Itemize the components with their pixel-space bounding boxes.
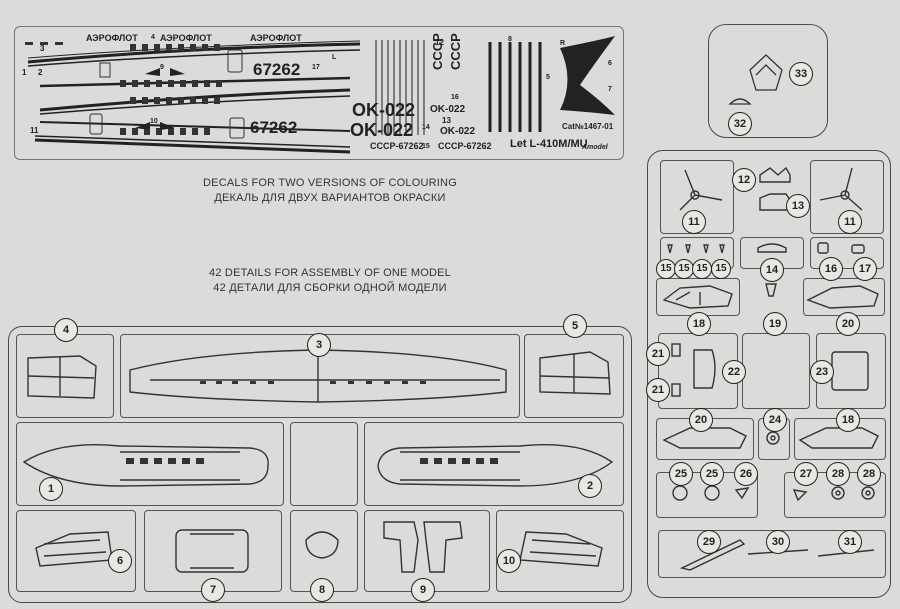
part-22-label: 22 xyxy=(722,360,746,384)
decal-mark-8: 8 xyxy=(508,36,512,43)
part-20-label-b: 20 xyxy=(689,408,713,432)
canopy-sprue xyxy=(708,24,828,138)
decal-mark-16: 16 xyxy=(451,94,459,101)
part-16-label: 16 xyxy=(819,257,843,281)
caption-decals-en: DECALS FOR TWO VERSIONS OF COLOURING xyxy=(203,177,457,189)
decal-mark-l: L xyxy=(332,54,337,61)
part-26-label: 26 xyxy=(734,462,758,486)
decal-mark-2: 2 xyxy=(38,68,43,77)
part-20-label-a: 20 xyxy=(836,312,860,336)
decal-cat-no: Cat№1467-01 xyxy=(562,122,614,131)
decal-mark-r: R xyxy=(560,40,566,47)
main-sprue xyxy=(8,326,632,603)
caption-decals-ru: ДЕКАЛЬ ДЛЯ ДВУХ ВАРИАНТОВ ОКРАСКИ xyxy=(214,192,446,204)
decal-mark-15: 15 xyxy=(422,143,430,150)
part-3-label: 3 xyxy=(307,333,331,357)
decal-ok-lower: OK-022 xyxy=(350,120,414,140)
part-28-label-a: 28 xyxy=(826,462,850,486)
cell-windows-small xyxy=(810,237,884,269)
decal-mark-5: 5 xyxy=(546,74,550,81)
part-19-label: 19 xyxy=(763,312,787,336)
part-2-label: 2 xyxy=(578,474,602,498)
decal-mark-9: 9 xyxy=(160,64,164,71)
part-14-label: 14 xyxy=(760,258,784,282)
part-4-label: 4 xyxy=(54,318,78,342)
part-12-label: 12 xyxy=(732,168,756,192)
decal-model-name: Let L-410M/MU xyxy=(510,138,588,150)
right-sprue xyxy=(647,150,891,598)
part-13-label: 13 xyxy=(786,194,810,218)
cell-part-6 xyxy=(16,510,136,592)
decal-mark-4: 4 xyxy=(151,34,155,41)
decal-mark-6: 6 xyxy=(608,60,612,67)
decal-reg-bottom: 67262 xyxy=(250,118,298,137)
part-11-left-label: 11 xyxy=(682,210,706,234)
part-21-label-b: 21 xyxy=(646,378,670,402)
part-23-label: 23 xyxy=(810,360,834,384)
part-28-label-b: 28 xyxy=(857,462,881,486)
cell-part-1 xyxy=(16,422,284,506)
decal-mark-12: 12 xyxy=(435,38,444,47)
part-6-label: 6 xyxy=(108,549,132,573)
decal-aeroflot-3: АЭРОФЛОТ xyxy=(250,33,302,43)
caption-details-ru: 42 ДЕТАЛИ ДЛЯ СБОРКИ ОДНОЙ МОДЕЛИ xyxy=(213,282,447,294)
part-27-label: 27 xyxy=(794,462,818,486)
part-15-label-d: 15 xyxy=(711,259,731,279)
part-10-label: 10 xyxy=(497,549,521,573)
part-21-label-a: 21 xyxy=(646,342,670,366)
decal-aeroflot-2: АЭРОФЛОТ xyxy=(160,33,212,43)
part-7-label: 7 xyxy=(201,578,225,602)
part-33-label: 33 xyxy=(789,62,813,86)
part-32-label: 32 xyxy=(728,112,752,136)
part-18-label-a: 18 xyxy=(687,312,711,336)
part-24-label: 24 xyxy=(763,408,787,432)
decal-sheet xyxy=(14,26,624,160)
part-25-label-a: 25 xyxy=(669,462,693,486)
cell-part-2 xyxy=(364,422,624,506)
decal-mark-7: 7 xyxy=(608,86,612,93)
part-18-label-b: 18 xyxy=(836,408,860,432)
part-9-label: 9 xyxy=(411,578,435,602)
part-30-label: 30 xyxy=(766,530,790,554)
decal-mark-17: 17 xyxy=(312,64,320,71)
caption-details-en: 42 DETAILS FOR ASSEMBLY OF ONE MODEL xyxy=(209,267,451,279)
part-29-label: 29 xyxy=(697,530,721,554)
decal-mark-1: 1 xyxy=(22,68,27,77)
decal-mark-10: 10 xyxy=(150,118,158,125)
decal-mark-14: 14 xyxy=(422,124,430,131)
decal-ok-small-2: OK-022 xyxy=(440,126,476,137)
decal-mark-11: 11 xyxy=(30,126,39,135)
decal-cccp-reg-1: CCCP-67262 xyxy=(370,141,424,151)
decal-cccp-reg-2: CCCP-67262 xyxy=(438,141,492,151)
decal-reg-top: 67262 xyxy=(253,60,301,79)
decal-mark-3: 3 xyxy=(40,44,45,53)
part-8-label: 8 xyxy=(310,578,334,602)
part-5-label: 5 xyxy=(563,314,587,338)
cell-part-10 xyxy=(496,510,624,592)
part-31-label: 31 xyxy=(838,530,862,554)
decal-ok-small-1: OK-022 xyxy=(430,104,466,115)
decal-aeroflot-1: АЭРОФЛОТ xyxy=(86,33,138,43)
cell-empty-mid xyxy=(290,422,358,506)
decal-mark-13: 13 xyxy=(442,116,451,125)
part-11-right-label: 11 xyxy=(838,210,862,234)
part-25-label-b: 25 xyxy=(700,462,724,486)
decal-brand: Amodel xyxy=(582,144,608,151)
part-1-label: 1 xyxy=(39,477,63,501)
decal-ok-upper: OK-022 xyxy=(352,100,416,120)
part-17-label: 17 xyxy=(853,257,877,281)
